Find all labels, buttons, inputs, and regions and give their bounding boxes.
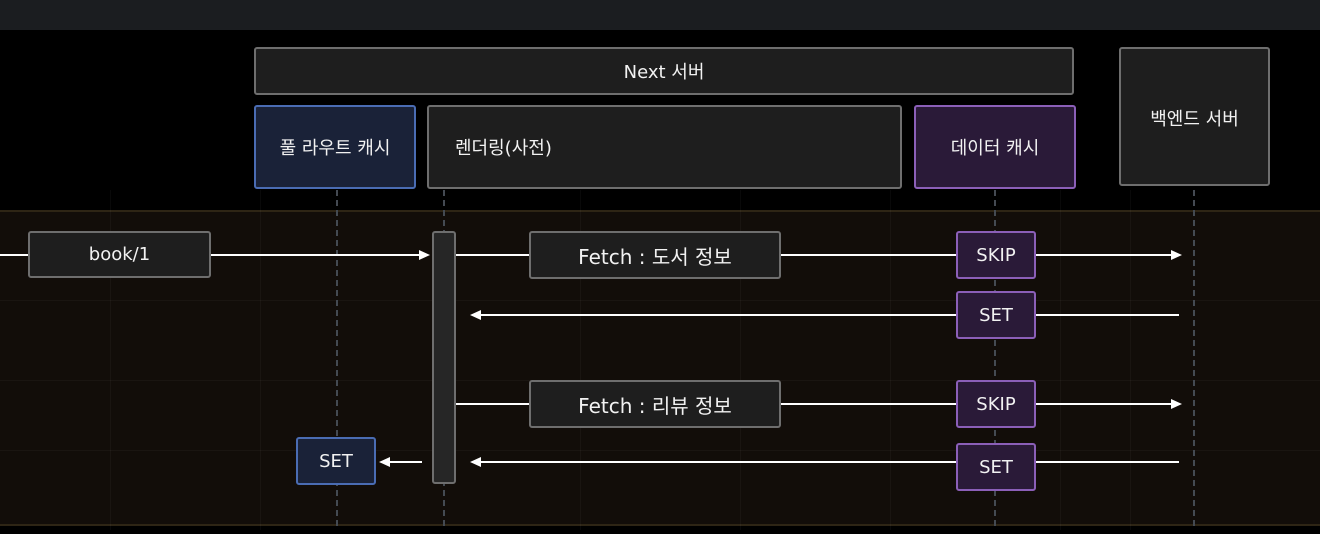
response-1-return-line — [481, 314, 957, 316]
full-route-cache-lifeline — [336, 190, 338, 526]
arrow-right-icon — [419, 250, 430, 260]
arrow-left-icon — [379, 457, 390, 467]
backend-server-lifeline — [1193, 190, 1195, 526]
window-top-bar — [0, 0, 1320, 30]
grid-line — [0, 450, 1320, 451]
set-badge-1: SET — [956, 291, 1036, 339]
skip-badge-1: SKIP — [956, 231, 1036, 279]
grid-line — [1130, 190, 1131, 530]
arrow-left-icon — [470, 457, 481, 467]
response-2-line — [1035, 461, 1179, 463]
request-arrow-tail — [0, 254, 29, 256]
arrow-left-icon — [470, 310, 481, 320]
fetch-review-label-box: Fetch : 리뷰 정보 — [529, 380, 781, 428]
grid-line — [890, 190, 891, 530]
rendering-activation-bar — [432, 231, 456, 484]
grid-line — [260, 190, 261, 530]
skip-badge-2: SKIP — [956, 380, 1036, 428]
set-badge-route-cache: SET — [296, 437, 376, 485]
arrow-right-icon — [1171, 250, 1182, 260]
request-label-box: book/1 — [28, 231, 211, 278]
fetch-book-label-box: Fetch : 도서 정보 — [529, 231, 781, 279]
arrow-right-icon — [1171, 399, 1182, 409]
set-badge-2: SET — [956, 443, 1036, 491]
response-1-line — [1035, 314, 1179, 316]
rendering-header: 렌더링(사전) — [427, 105, 902, 189]
data-cache-lifeline — [994, 190, 996, 526]
full-route-cache-header: 풀 라우트 캐시 — [254, 105, 416, 189]
backend-server-header: 백엔드 서버 — [1119, 47, 1270, 186]
route-cache-set-line — [390, 461, 422, 463]
grid-line — [1060, 190, 1061, 530]
grid-line — [0, 300, 1320, 301]
next-server-header: Next 서버 — [254, 47, 1074, 95]
data-cache-header: 데이터 캐시 — [914, 105, 1076, 189]
response-2-return-line — [481, 461, 957, 463]
fetch-book-forward-line — [1035, 254, 1172, 256]
request-arrow-line — [210, 254, 420, 256]
fetch-review-forward-line — [1035, 403, 1172, 405]
